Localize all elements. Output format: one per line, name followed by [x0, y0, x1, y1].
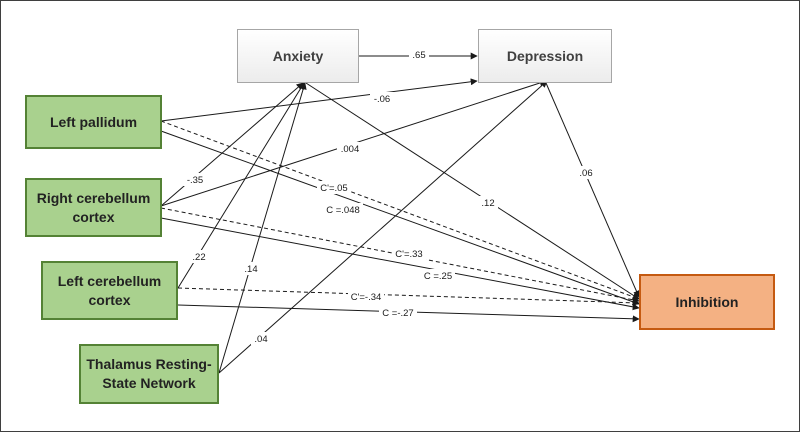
node-left-cerebellum-cortex: Left cerebellum cortex [41, 261, 178, 320]
edge-left-pallidum-depression [160, 78, 478, 122]
label-left-cerebellum-anxiety: .22 [192, 252, 205, 263]
node-right-cerebellum-cortex: Right cerebellum cortex [25, 178, 162, 237]
node-depression: Depression [478, 29, 612, 83]
label-right-cerebellum-anxiety: -.35 [187, 175, 203, 186]
edge-right-cerebellum-inhibition-total [160, 217, 640, 311]
edge-depression-inhibition [545, 82, 640, 298]
label-thalamus-depression: .04 [254, 334, 267, 345]
label-left-pallidum-inhibition-total: C =.048 [326, 205, 360, 216]
node-anxiety: Anxiety [237, 29, 359, 83]
node-left-cerebellum-label-line1: Left cerebellum [57, 272, 162, 289]
edge-left-cerebellum-inhibition-direct [177, 287, 640, 307]
label-left-cerebellum-inhibition-direct: C'=-.34 [351, 292, 382, 303]
label-right-cerebellum-depression: .004 [341, 144, 360, 155]
edge-left-pallidum-inhibition-total [160, 130, 640, 306]
label-thalamus-anxiety: .14 [244, 264, 257, 275]
label-left-pallidum-inhibition-direct: C'=.05 [320, 183, 347, 194]
edge-anxiety-inhibition [305, 82, 640, 300]
node-right-cerebellum-label-line1: Right cerebellum [36, 189, 151, 206]
node-inhibition-label: Inhibition [675, 293, 739, 310]
node-depression-label: Depression [506, 47, 584, 64]
node-inhibition: Inhibition [639, 274, 775, 330]
edge-right-cerebellum-anxiety [160, 82, 304, 207]
node-anxiety-label: Anxiety [272, 47, 324, 64]
label-left-pallidum-depression: -.06 [374, 94, 390, 105]
edge-label-group: .65 -.06 .004 -.35 .22 .14 .04 .12 .06 C… [183, 48, 596, 345]
node-left-pallidum-label: Left pallidum [49, 113, 138, 130]
edge-thalamus-depression [218, 80, 548, 374]
edge-thalamus-anxiety [218, 82, 307, 374]
label-anxiety-inhibition: .12 [481, 198, 494, 209]
node-thalamus-label-line1: Thalamus Resting- [86, 356, 212, 372]
node-thalamus-rsn: Thalamus Resting- State Network [79, 344, 219, 404]
edge-left-pallidum-inhibition-direct [160, 120, 640, 301]
label-depression-inhibition: .06 [579, 168, 592, 179]
node-right-cerebellum-label-line2: cortex [72, 208, 115, 225]
label-anxiety-depression: .65 [412, 50, 425, 61]
label-right-cerebellum-inhibition-direct: C'=.33 [395, 249, 422, 260]
label-left-cerebellum-inhibition-total: C =-.27 [382, 308, 413, 319]
node-left-cerebellum-label-line2: cortex [88, 291, 131, 308]
label-right-cerebellum-inhibition-total: C =.25 [424, 271, 452, 282]
node-thalamus-label-line2: State Network [102, 375, 196, 391]
node-left-pallidum: Left pallidum [25, 95, 162, 149]
